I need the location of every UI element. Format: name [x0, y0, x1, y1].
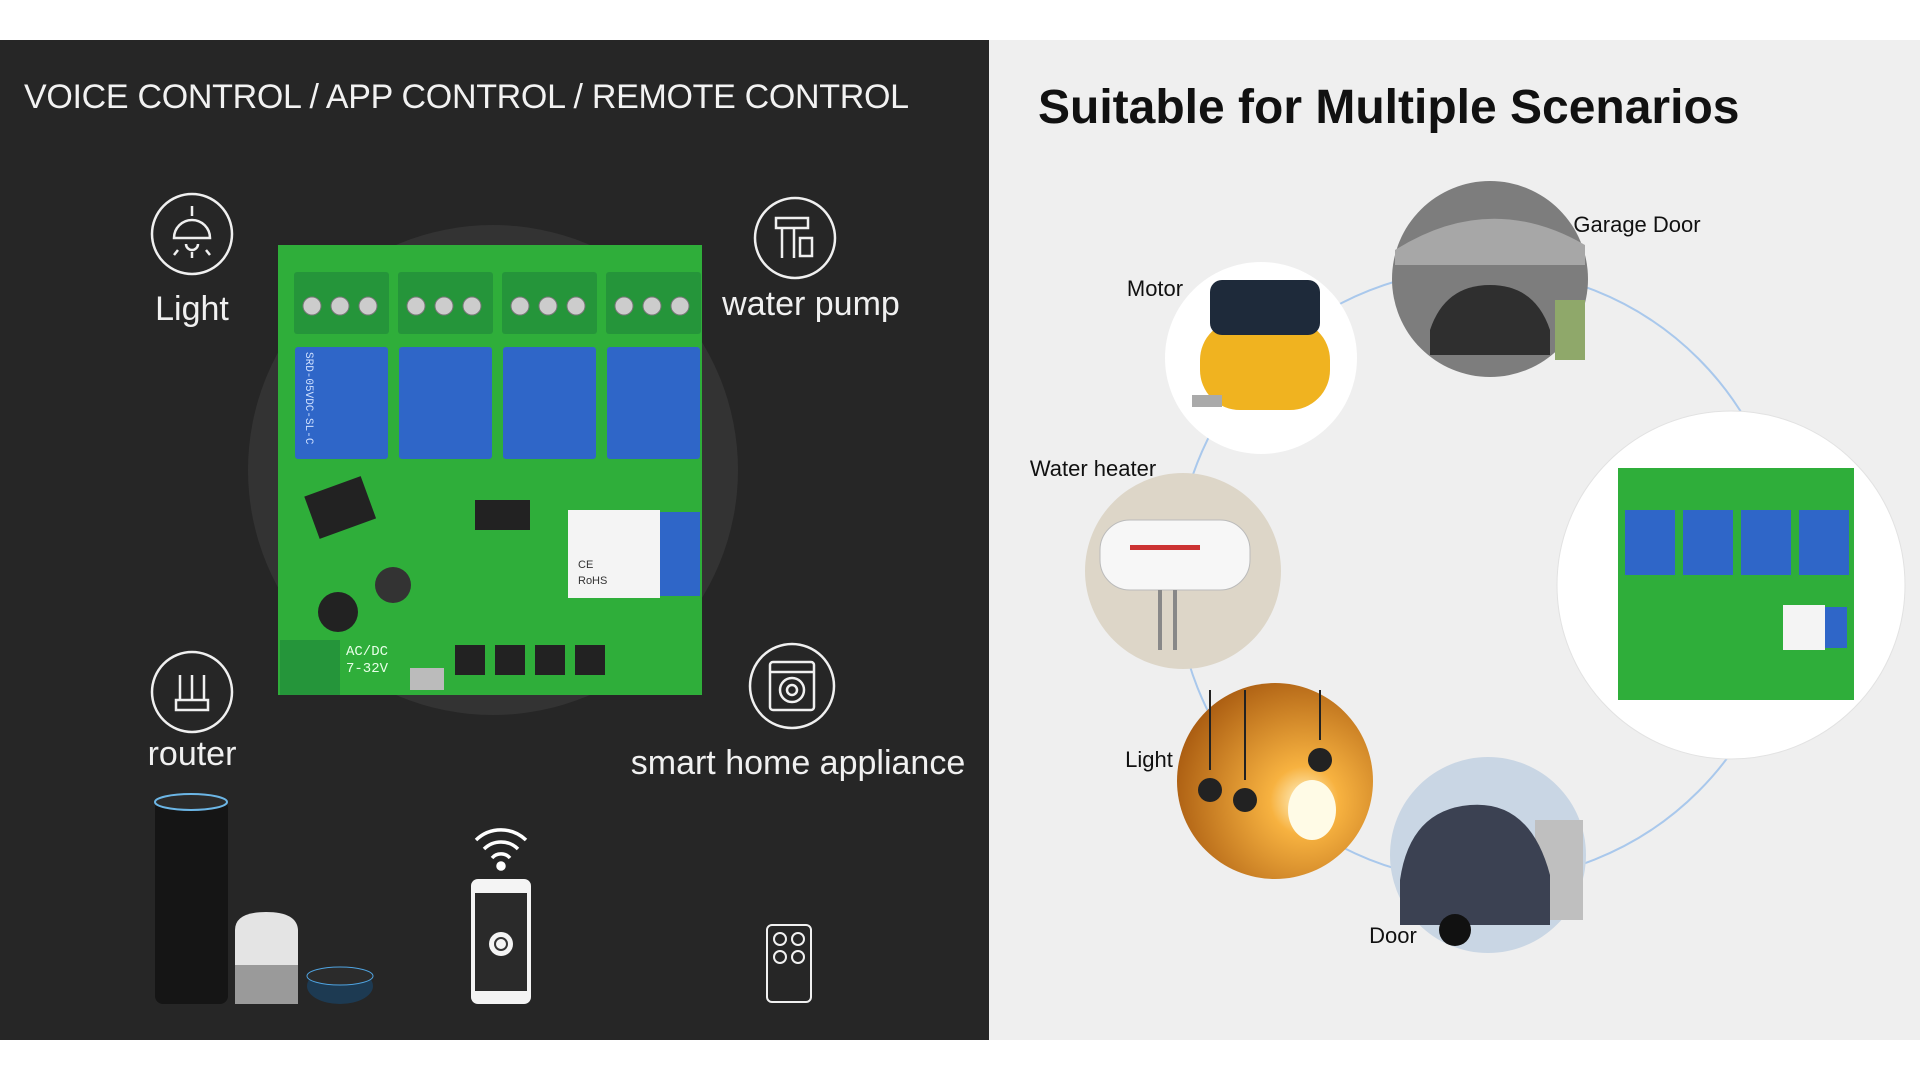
scenario-relay-board-image — [1556, 410, 1906, 760]
scenario-door-image — [1390, 757, 1586, 953]
module-ce-text: CE — [578, 559, 593, 571]
wifi-icon — [474, 828, 528, 871]
right-panel-title: Suitable for Multiple Scenarios — [1038, 81, 1740, 134]
feature-label-smart-home-appliance: smart home appliance — [630, 744, 966, 782]
scenario-label-door: Door — [1369, 923, 1417, 948]
scenario-label-motor: Motor — [1126, 276, 1184, 301]
left-panel-title: VOICE CONTROL / APP CONTROL / REMOTE CON… — [24, 78, 909, 116]
feature-label-water-pump: water pump — [722, 285, 900, 323]
remote-control-icon — [766, 924, 812, 1003]
scenario-light-image — [1177, 683, 1373, 879]
relay-board-image: SRD-05VDC-SL-C AC/DC 7-32V CE RoHS — [278, 245, 702, 695]
scenario-label-water-heater: Water heater — [1029, 456, 1157, 481]
water-pump-icon — [753, 196, 837, 280]
smart-speakers-image — [154, 793, 374, 1004]
phone-app-image — [471, 879, 531, 1004]
scenario-garage-door-image — [1392, 181, 1588, 377]
scenario-label-light: Light — [1125, 747, 1173, 772]
pcb-voltage-text: 7-32V — [346, 661, 389, 677]
feature-label-light: Light — [155, 290, 229, 328]
module-rohs-text: RoHS — [578, 575, 607, 587]
scenario-label-garage-door: Garage Door — [1573, 212, 1701, 237]
pcb-power-text: AC/DC — [346, 644, 388, 660]
washing-machine-icon — [748, 642, 836, 730]
scenario-motor-image — [1165, 262, 1357, 454]
router-icon — [150, 650, 234, 734]
scenario-water-heater-image — [1085, 473, 1281, 669]
ceiling-lamp-icon — [150, 192, 234, 276]
feature-label-router: router — [147, 735, 237, 773]
relay-model-text: SRD-05VDC-SL-C — [302, 352, 314, 445]
